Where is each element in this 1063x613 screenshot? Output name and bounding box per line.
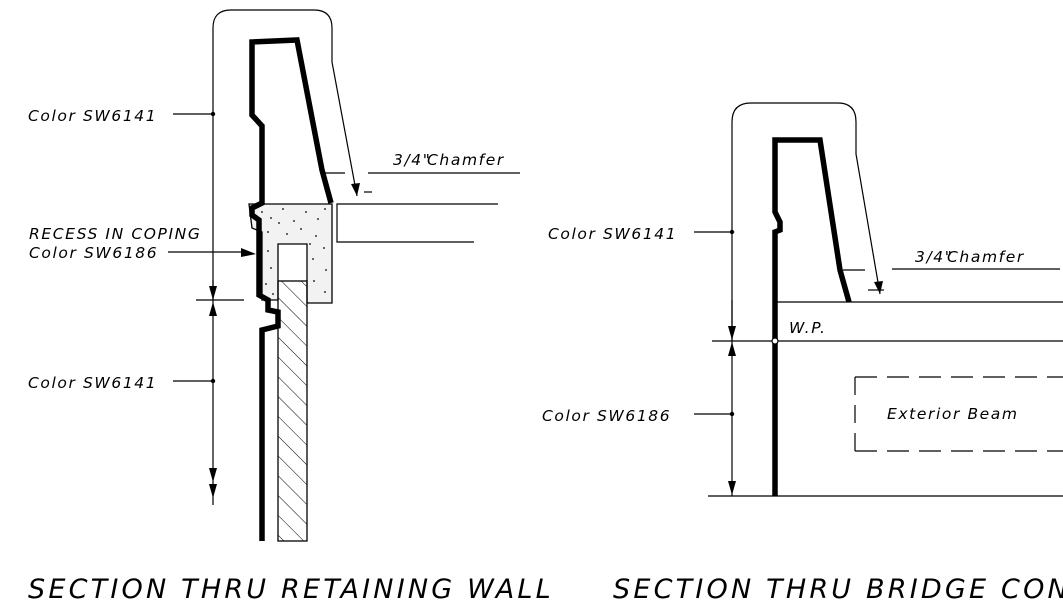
left-label-color-lower: Color SW6141 bbox=[28, 374, 157, 392]
left-heavy-face-line bbox=[249, 37, 334, 541]
left-chamfer-label: Chamfer bbox=[427, 151, 505, 169]
left-section-title: SECTION THRU RETAINING WALL bbox=[28, 574, 554, 605]
left-label-color-upper: Color SW6141 bbox=[28, 107, 157, 125]
coping-stipple bbox=[261, 208, 327, 295]
left-label-recess-line1: RECESS IN COPING bbox=[29, 225, 201, 243]
retaining-wall-hatched bbox=[277, 280, 308, 542]
right-arrowhead bbox=[874, 281, 883, 294]
right-chamfer-fraction: 3/4" bbox=[915, 248, 953, 266]
retaining-wall-section: Color SW6141 RECESS IN COPING Color SW61… bbox=[28, 9, 554, 605]
left-dim-arrow-4 bbox=[209, 484, 217, 498]
left-label-recess-line2: Color SW6186 bbox=[29, 244, 158, 262]
left-dim-arrow-2 bbox=[209, 302, 217, 316]
left-slab-outline bbox=[336, 203, 498, 243]
right-label-color-upper: Color SW6141 bbox=[548, 225, 677, 243]
left-dim-arrow-1 bbox=[209, 286, 217, 300]
right-heavy-face-line bbox=[772, 137, 852, 496]
left-dim-arrow-3 bbox=[209, 468, 217, 482]
right-label-color-lower: Color SW6186 bbox=[542, 407, 671, 425]
right-paint-extent-outline bbox=[731, 102, 881, 340]
left-paint-extent-outline bbox=[212, 9, 358, 300]
bridge-section: Color SW6141 Color SW6186 3/4" Chamfer W… bbox=[542, 102, 1063, 605]
exterior-beam-outline bbox=[854, 376, 1063, 452]
work-point-label: W.P. bbox=[789, 319, 827, 337]
exterior-beam-label: Exterior Beam bbox=[887, 405, 1019, 423]
left-arrowhead bbox=[351, 183, 360, 196]
right-chamfer-label: Chamfer bbox=[947, 248, 1025, 266]
work-point-marker bbox=[771, 337, 779, 345]
left-chamfer-fraction: 3/4" bbox=[393, 151, 431, 169]
right-section-title: SECTION THRU BRIDGE CONC bbox=[613, 574, 1063, 605]
